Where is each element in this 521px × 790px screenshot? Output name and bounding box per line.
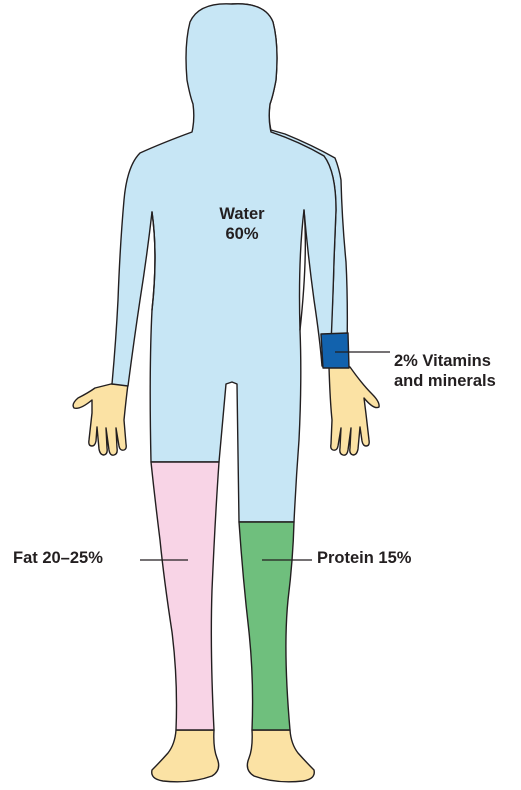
human-figure <box>73 4 379 782</box>
water-label-line2: 60% <box>182 224 302 244</box>
body-water-torso <box>112 4 336 522</box>
left-hand <box>73 384 128 455</box>
water-label: Water 60% <box>182 204 302 244</box>
fat-leg <box>151 462 219 730</box>
right-hand <box>328 367 379 455</box>
fat-label: Fat 20–25% <box>13 548 103 568</box>
right-foot <box>247 730 314 782</box>
vitamins-label-line1: 2% Vitamins <box>394 351 496 371</box>
vitamins-label-line2: and minerals <box>394 371 496 391</box>
vitamins-minerals-label: 2% Vitamins and minerals <box>394 351 496 391</box>
vitamins-minerals-band <box>321 333 349 368</box>
protein-label: Protein 15% <box>317 548 411 568</box>
left-foot <box>152 730 219 782</box>
water-label-line1: Water <box>182 204 302 224</box>
protein-leg <box>239 522 294 730</box>
